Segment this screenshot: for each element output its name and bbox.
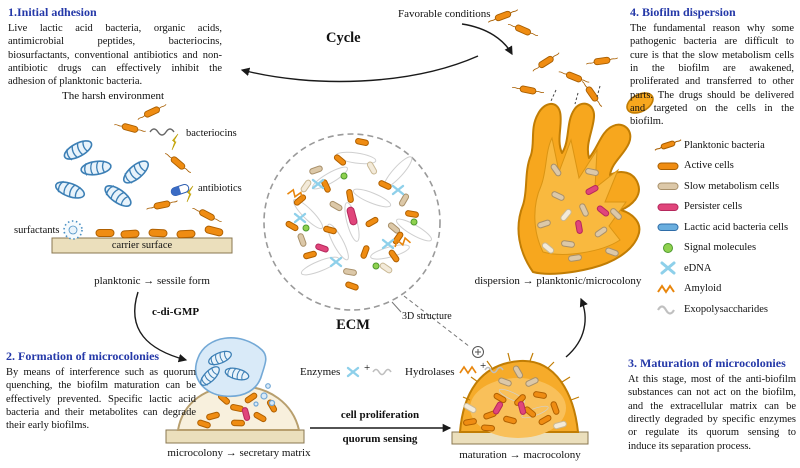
ecm-circle xyxy=(263,133,441,311)
legend-item: Slow metabolism cells xyxy=(652,179,798,193)
plus-sign: + xyxy=(364,362,371,374)
legend-label: Amyloid xyxy=(684,283,722,294)
legend-label: Signal molecules xyxy=(684,242,757,253)
legend-label: Persister cells xyxy=(684,201,743,212)
hydrolases-label: Hydrolases xyxy=(405,366,455,378)
cycle-label: Cycle xyxy=(326,30,361,46)
lactic-acid-bacteria-cells-icon xyxy=(652,220,684,234)
microcolony-scene xyxy=(165,337,305,444)
biofilm-blob xyxy=(486,7,654,275)
section-body: At this stage, most of the anti-biofilm … xyxy=(628,374,796,452)
section-body: The fundamental reason why some pathogen… xyxy=(630,23,794,128)
signal-molecules-icon xyxy=(652,241,684,255)
planktonic-bacteria-icon xyxy=(652,138,684,152)
section-body: Live lactic acid bacteria, organic acids… xyxy=(8,23,222,88)
legend-item: Lactic acid bacteria cells xyxy=(652,220,798,234)
legend-label: Active cells xyxy=(684,160,734,171)
section-formation: 2. Formation of microcolonies By means o… xyxy=(6,349,196,433)
bacteriocins-label: bacteriocins xyxy=(186,128,237,139)
section-biofilm-dispersion: 4. Biofilm dispersion The fundamental re… xyxy=(630,5,794,129)
legend: Planktonic bacteria Active cells Slow me… xyxy=(652,138,798,323)
section-title: 2. Formation of microcolonies xyxy=(6,349,160,363)
surfactants-label: surfactants xyxy=(14,225,60,236)
harsh-environment-label: The harsh environment xyxy=(62,90,165,102)
section-initial-adhesion: 1.Initial adhesion Live lactic acid bact… xyxy=(8,5,222,89)
legend-label: Exopolysaccharides xyxy=(684,303,768,315)
section-title: 3. Maturation of microcolonies xyxy=(628,356,786,370)
section-title: 1.Initial adhesion xyxy=(8,5,97,19)
legend-label: Lactic acid bacteria cells xyxy=(684,221,789,233)
legend-label: Planktonic bacteria xyxy=(684,139,765,151)
plus-sign: + xyxy=(480,360,487,372)
legend-item: Active cells xyxy=(652,159,798,173)
section-title: 4. Biofilm dispersion xyxy=(630,5,736,19)
edna-icon xyxy=(652,261,684,275)
legend-label: eDNA xyxy=(684,262,712,274)
legend-item: Exopolysaccharides xyxy=(652,302,798,316)
exopolysaccharides-icon xyxy=(652,302,684,316)
enzymes-label: Enzymes xyxy=(300,366,341,378)
legend-item: eDNA xyxy=(652,261,798,275)
adhesion-scene xyxy=(51,102,233,254)
maturation-caption: maturation → macrocolony xyxy=(459,449,581,461)
planktonic-sessile-caption: planktonic → sessile form xyxy=(94,275,210,287)
structure-3d-label: 3D structure xyxy=(402,311,452,322)
legend-item: Persister cells xyxy=(652,200,798,214)
legend-item: Amyloid xyxy=(652,282,798,296)
cell-proliferation-label: cell proliferation xyxy=(340,409,420,421)
dispersion-caption: dispersion → planktonic/microcolony xyxy=(474,275,642,287)
quorum-sensing-label: quorum sensing xyxy=(342,433,418,445)
cycle-arrows xyxy=(134,23,588,433)
zoom-leaders xyxy=(391,295,484,358)
favorable-conditions-label: Favorable conditions xyxy=(398,8,491,20)
legend-label: Slow metabolism cells xyxy=(684,180,780,192)
active-cells-icon xyxy=(652,159,684,173)
microcolony-caption: microcolony → secretary matrix xyxy=(167,447,311,459)
carrier-surface-label: carrier surface xyxy=(111,240,173,251)
ecm-label: ECM xyxy=(336,317,370,333)
maturation-scene xyxy=(451,352,589,445)
legend-item: Signal molecules xyxy=(652,241,798,255)
amyloid-icon xyxy=(652,282,684,296)
antibiotics-label: antibiotics xyxy=(198,183,242,194)
c-di-gmp-label: c-di-GMP xyxy=(152,306,200,318)
slow-metabolism-cells-icon xyxy=(652,179,684,193)
legend-item: Planktonic bacteria xyxy=(652,138,798,152)
section-maturation: 3. Maturation of microcolonies At this s… xyxy=(628,356,796,453)
section-body: By means of interference such as quorum … xyxy=(6,367,196,432)
persister-cells-icon xyxy=(652,200,684,214)
